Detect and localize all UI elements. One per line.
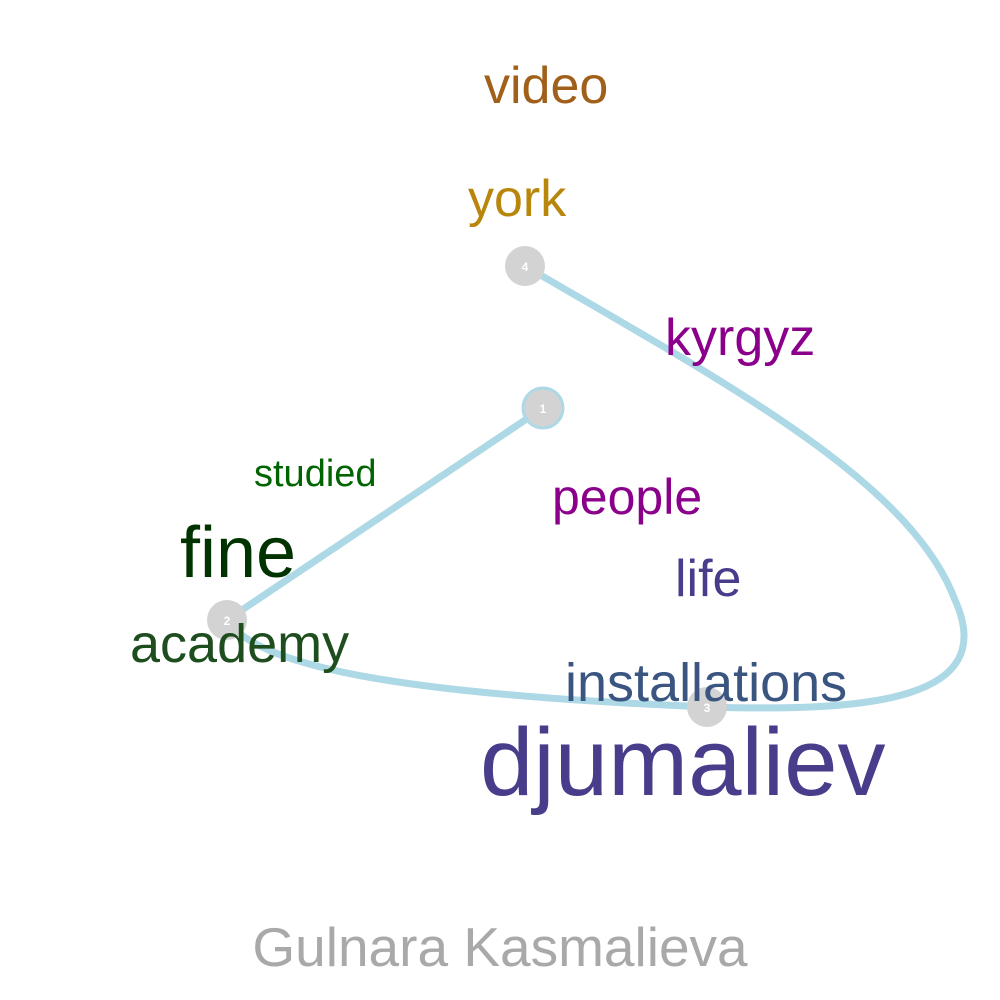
trajectory-node-3: 3 [687,687,727,727]
node-label-4: 4 [522,260,529,274]
trajectory-node-4: 4 [505,246,545,286]
word-fine: fine [180,513,297,593]
node-label-1: 1 [540,402,547,416]
word-installations: installations [565,653,848,713]
node-label-2: 2 [224,614,231,628]
trajectory-line [222,262,968,712]
word-video: video [484,57,609,115]
word-kyrgyz: kyrgyz [665,309,816,367]
trajectory-node-2: 2 [207,600,247,640]
word-studied: studied [254,453,377,495]
caption-artist-name: Gulnara Kasmalieva [252,916,748,978]
node-label-3: 3 [704,701,711,715]
trajectory-node-1: 1 [521,386,565,430]
word-life: life [675,550,742,608]
word-djumaliev: djumaliev [480,709,886,816]
word-academy: academy [130,614,350,674]
word-york: york [468,170,567,228]
word-people: people [552,469,703,525]
